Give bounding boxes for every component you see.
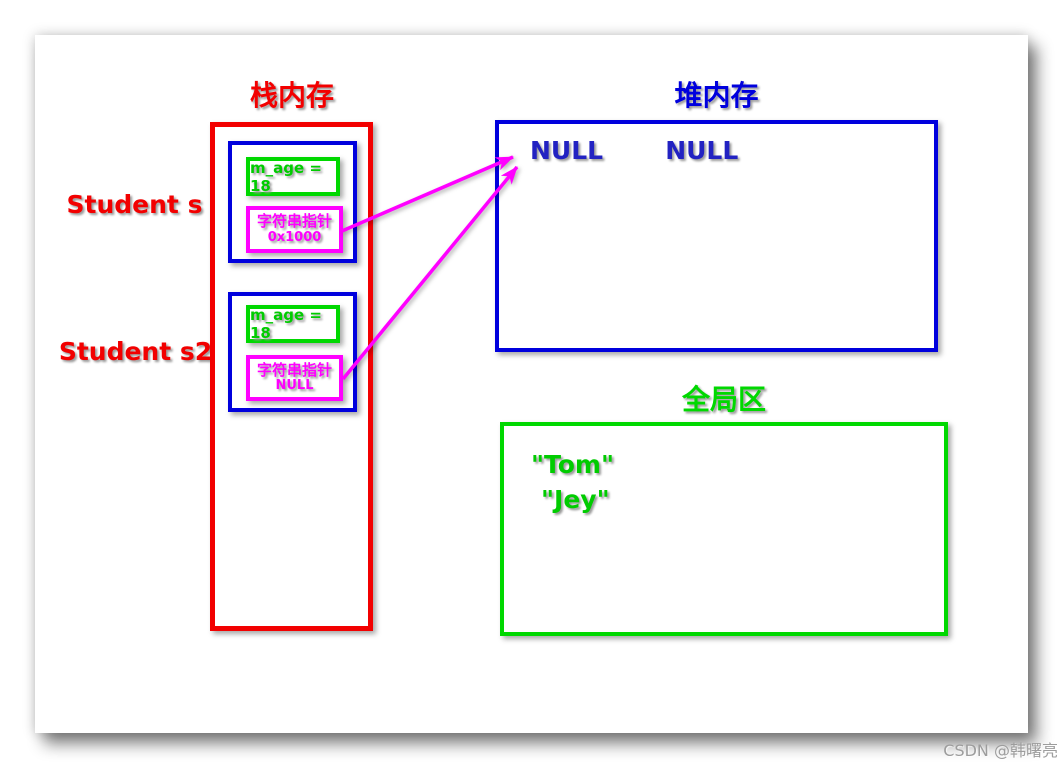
heap-region-title: 堆内存 [674, 79, 759, 112]
student-s-age-box: m_age = 18 [246, 157, 340, 196]
student-s2-age-value: m_age = 18 [250, 306, 322, 342]
page-card [35, 35, 1028, 733]
student-s2-pointer-box: 字符串指针 NULL [246, 355, 343, 401]
student-s-pointer-value: 0x1000 [267, 229, 322, 245]
student-s-pointer-box: 字符串指针 0x1000 [246, 206, 343, 253]
student-s-age-value: m_age = 18 [250, 158, 322, 195]
global-area-box [500, 422, 948, 636]
global-region-title: 全局区 [681, 383, 766, 416]
student-s2-pointer-title: 字符串指针 [256, 360, 332, 379]
student-s-label: Student s [66, 190, 203, 219]
string-literal-tom: "Tom" [531, 450, 615, 479]
heap-null-value-1: NULL [530, 136, 604, 165]
heap-values-row: NULL NULL [530, 136, 738, 165]
student-s2-pointer-value: NULL [275, 378, 314, 394]
heap-null-value-2: NULL [665, 136, 739, 165]
student-s2-label: Student s2 [58, 337, 213, 366]
student-s2-age-box: m_age = 18 [246, 305, 340, 343]
watermark: CSDN @韩曙亮 [943, 741, 1058, 760]
student-s-pointer-title: 字符串指针 [256, 212, 332, 231]
string-literal-jey: "Jey" [541, 485, 610, 514]
stack-region-title: 栈内存 [249, 79, 334, 112]
